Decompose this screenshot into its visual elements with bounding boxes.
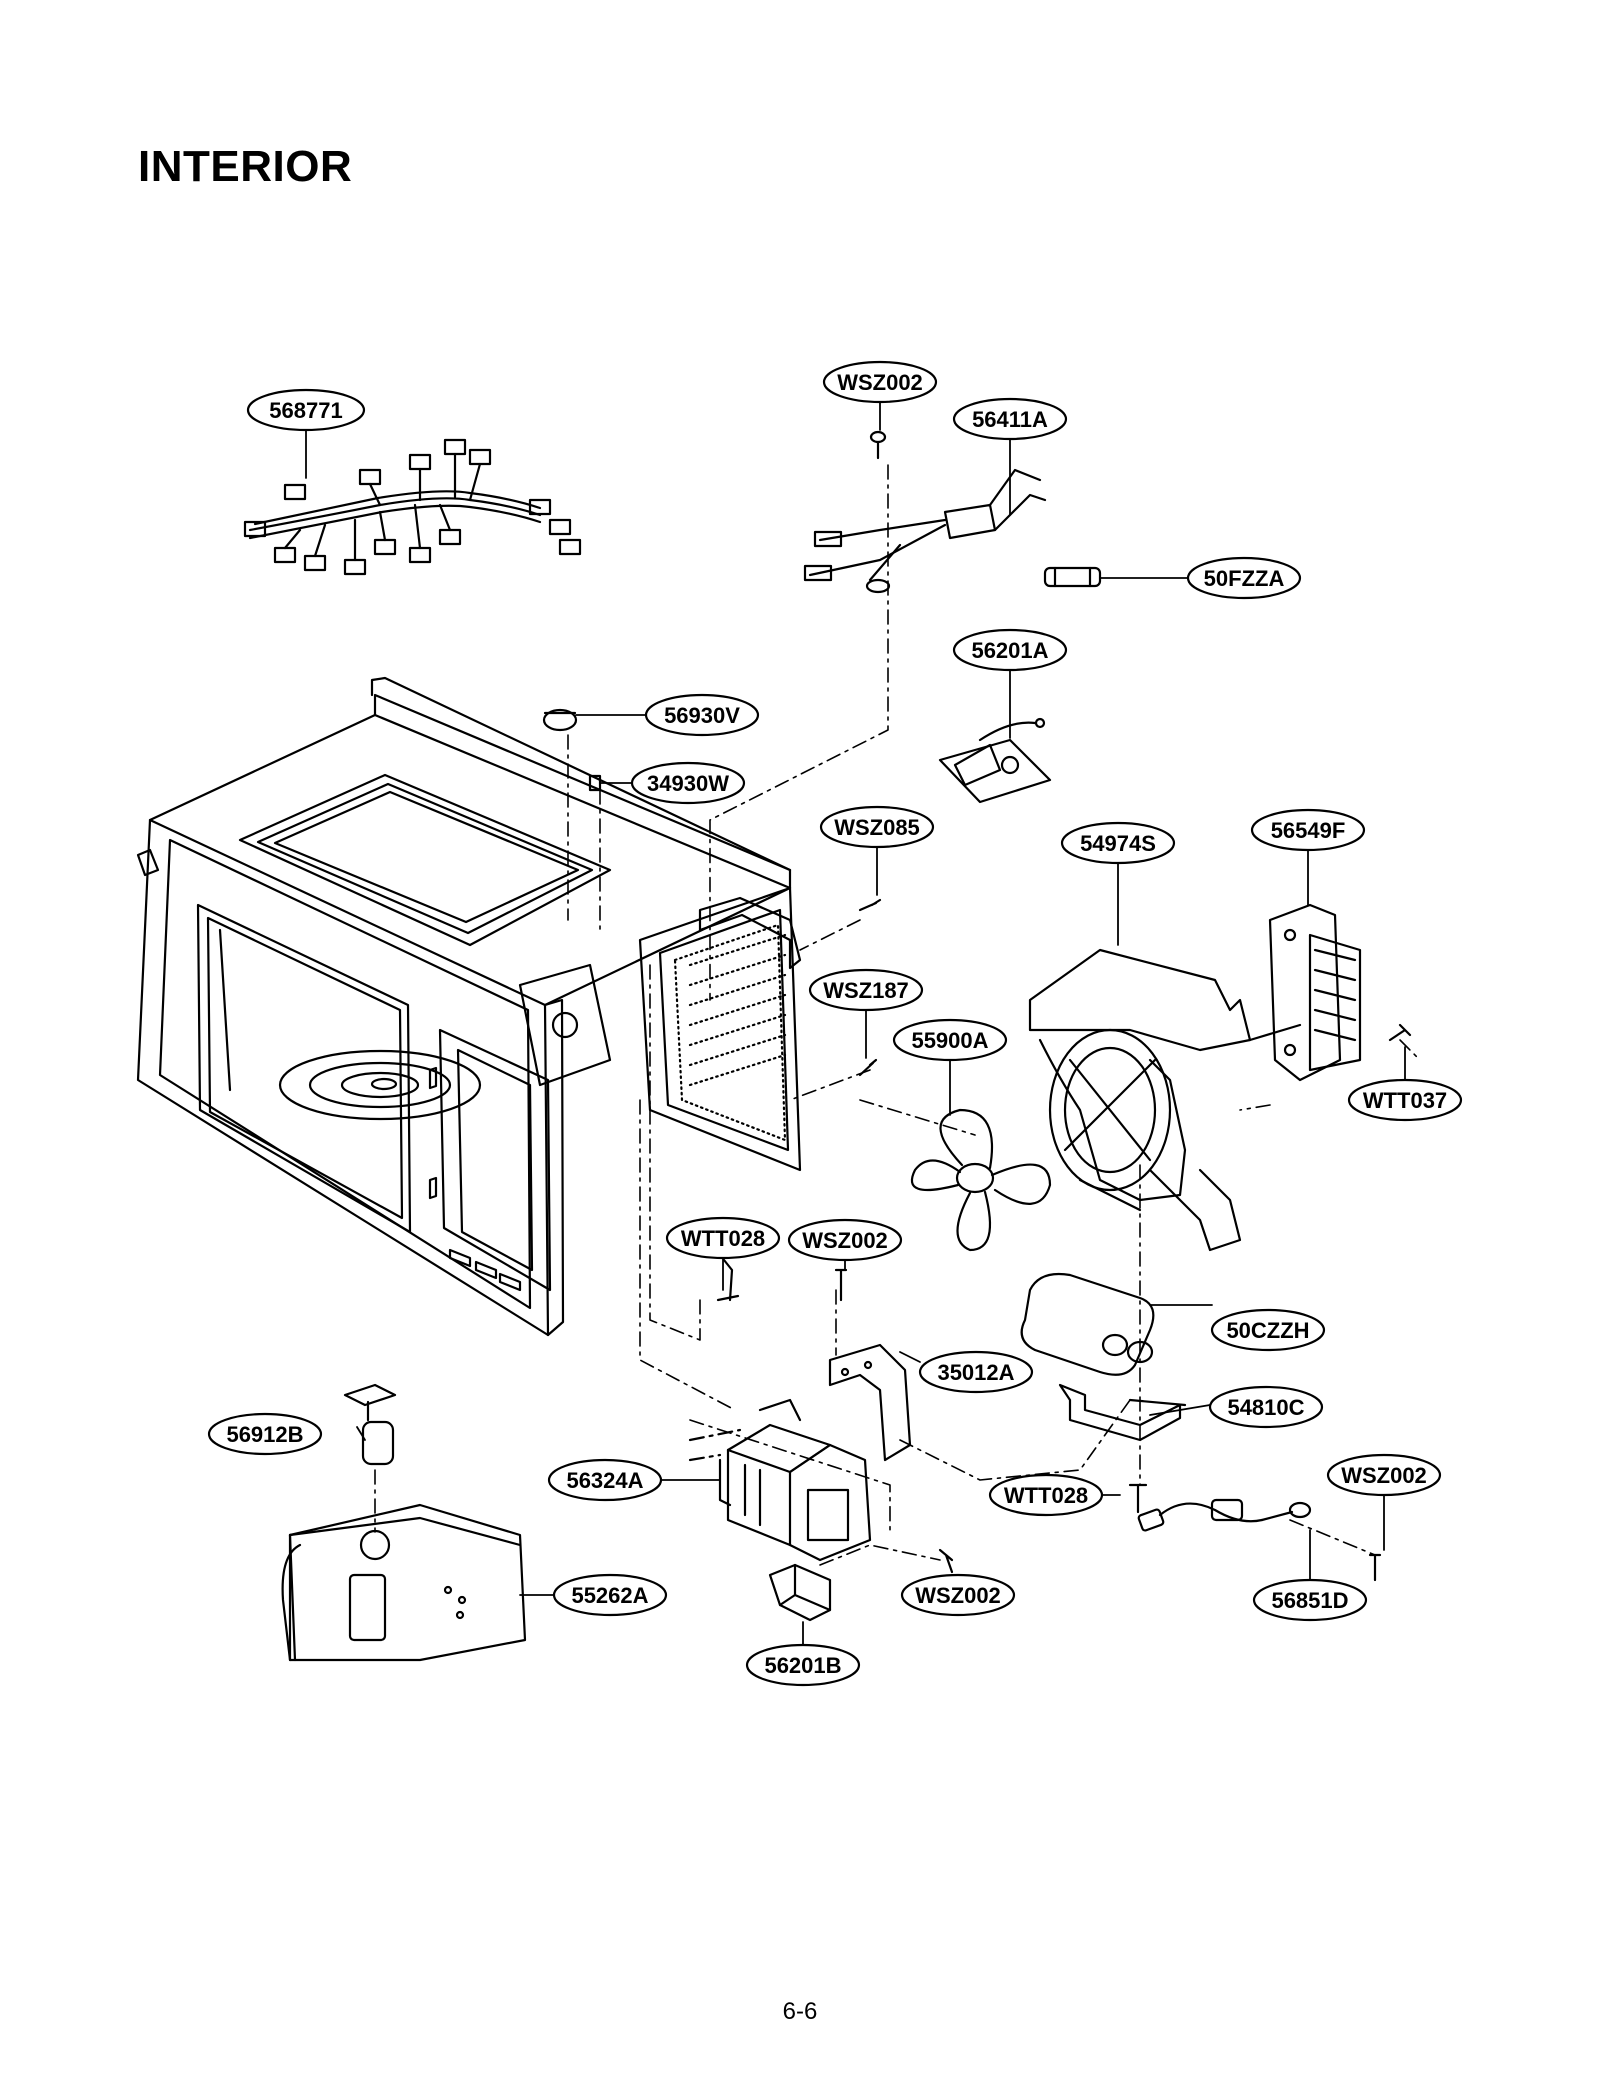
noise-filter-board xyxy=(938,717,1052,804)
svg-text:WSZ002: WSZ002 xyxy=(1341,1463,1427,1488)
part-label: 55262A xyxy=(552,1573,668,1617)
part-label: 56324A xyxy=(547,1458,663,1502)
svg-text:56201A: 56201A xyxy=(971,638,1048,663)
part-label: 34930W xyxy=(630,761,746,805)
svg-text:WTT028: WTT028 xyxy=(681,1226,765,1251)
part-label: 56930V xyxy=(644,693,760,737)
screws xyxy=(716,898,1412,1582)
wiring-lead xyxy=(1137,1498,1312,1532)
part-label: WSZ085 xyxy=(819,805,935,849)
svg-text:56930V: 56930V xyxy=(664,703,740,728)
part-label: 35012A xyxy=(918,1350,1034,1394)
svg-text:WTT037: WTT037 xyxy=(1363,1088,1447,1113)
wire-harness xyxy=(243,438,582,576)
svg-text:WSZ187: WSZ187 xyxy=(823,978,909,1003)
fan-blade xyxy=(910,1108,1052,1252)
part-label: 50FZZA xyxy=(1186,556,1302,600)
part-label: WSZ002 xyxy=(822,360,938,404)
part-label: WTT028 xyxy=(988,1473,1104,1517)
svg-text:55900A: 55900A xyxy=(911,1028,988,1053)
svg-text:50CZZH: 50CZZH xyxy=(1226,1318,1309,1343)
page-number: 6-6 xyxy=(782,1998,818,2025)
part-labels: 568771 WSZ002 56411A 50FZZA 56201A 56930… xyxy=(207,360,1463,1687)
part-label: 54974S xyxy=(1060,821,1176,865)
svg-text:WSZ085: WSZ085 xyxy=(834,815,920,840)
svg-text:WTT028: WTT028 xyxy=(1004,1483,1088,1508)
svg-text:56411A: 56411A xyxy=(972,407,1048,432)
magnetron xyxy=(688,1398,872,1562)
fan-duct xyxy=(1028,948,1252,1252)
svg-text:56549F: 56549F xyxy=(1271,818,1346,843)
svg-text:56201B: 56201B xyxy=(764,1653,841,1678)
page-title: INTERIOR xyxy=(138,142,353,191)
part-label: WSZ002 xyxy=(1326,1453,1442,1497)
fan-motor xyxy=(1248,903,1362,1082)
svg-text:568771: 568771 xyxy=(269,398,342,423)
capacitor-bracket xyxy=(1058,1383,1187,1442)
svg-text:WSZ002: WSZ002 xyxy=(915,1583,1001,1608)
magnetron-bracket xyxy=(828,1343,912,1462)
part-label: 54810C xyxy=(1208,1385,1324,1429)
part-label: 56851D xyxy=(1252,1578,1368,1622)
svg-text:WSZ002: WSZ002 xyxy=(837,370,923,395)
part-label: 56549F xyxy=(1250,808,1366,852)
svg-text:54974S: 54974S xyxy=(1080,831,1156,856)
part-label: WTT028 xyxy=(665,1216,781,1260)
part-label: 56411A xyxy=(952,397,1068,441)
svg-text:56851D: 56851D xyxy=(1271,1588,1348,1613)
svg-text:34930W: 34930W xyxy=(647,771,729,796)
svg-text:50FZZA: 50FZZA xyxy=(1204,566,1285,591)
hv-transformer xyxy=(281,1503,527,1662)
power-cord-assembly xyxy=(803,430,1102,594)
svg-text:WSZ002: WSZ002 xyxy=(802,1228,888,1253)
part-label: 55900A xyxy=(892,1018,1008,1062)
svg-text:56324A: 56324A xyxy=(566,1468,643,1493)
leader-lines xyxy=(305,401,1406,1646)
stirrer-motor xyxy=(343,1383,397,1466)
part-label: 50CZZH xyxy=(1210,1308,1326,1352)
part-label: WSZ187 xyxy=(808,968,924,1012)
part-label: 56912B xyxy=(207,1412,323,1456)
part-label: 56201A xyxy=(952,628,1068,672)
svg-text:55262A: 55262A xyxy=(571,1583,648,1608)
svg-text:56912B: 56912B xyxy=(226,1422,303,1447)
part-label: 568771 xyxy=(246,388,366,432)
part-label: WSZ002 xyxy=(900,1573,1016,1617)
sensor-block xyxy=(768,1563,832,1622)
svg-text:35012A: 35012A xyxy=(937,1360,1014,1385)
svg-text:54810C: 54810C xyxy=(1227,1395,1304,1420)
part-label: 56201B xyxy=(745,1643,861,1687)
oven-cavity-frame xyxy=(136,676,802,1337)
hv-capacitor xyxy=(1020,1272,1155,1376)
part-label: WSZ002 xyxy=(787,1218,903,1262)
part-label: WTT037 xyxy=(1347,1078,1463,1122)
